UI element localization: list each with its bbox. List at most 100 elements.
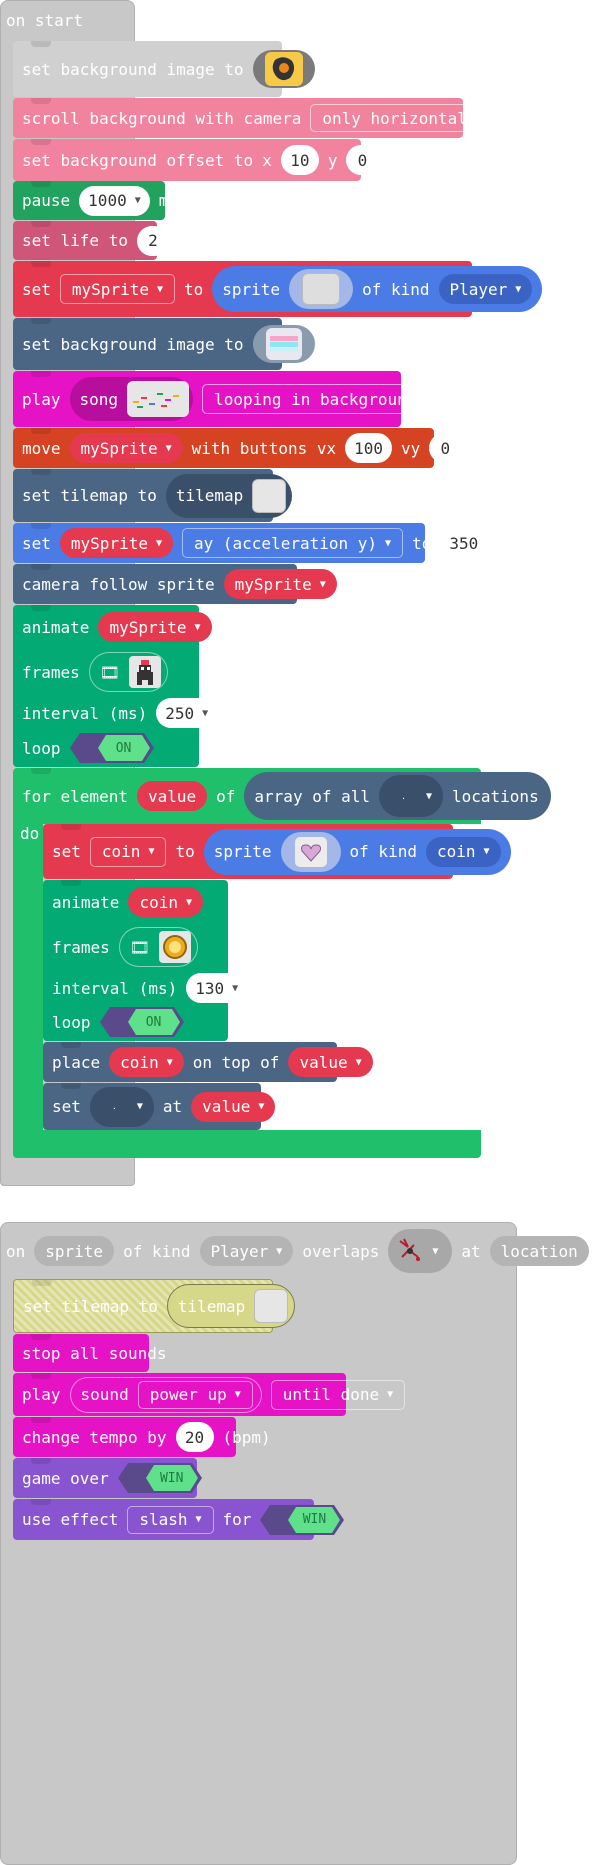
- to-text: to: [175, 842, 195, 861]
- array-of-locations-reporter[interactable]: array of all .▼ locations: [244, 772, 551, 820]
- set-tile-block[interactable]: set .▼ at value▼: [43, 1083, 276, 1130]
- tile-dropdown[interactable]: .▼: [379, 775, 443, 817]
- use-effect-block[interactable]: use effect slash▼ for WIN: [13, 1499, 345, 1540]
- variable-name: coin: [101, 842, 141, 861]
- frames-text: frames: [52, 937, 110, 957]
- tile-dropdown[interactable]: ▼: [388, 1229, 453, 1273]
- set-life-block[interactable]: set life to 2: [13, 221, 169, 260]
- camera-follow-block[interactable]: camera follow sprite mySprite▼: [13, 564, 337, 604]
- place-on-top-block[interactable]: place coin▼ on top of value▼: [43, 1042, 373, 1082]
- variable-dropdown[interactable]: coin▼: [128, 887, 203, 917]
- offset-x-input[interactable]: 10: [280, 145, 319, 175]
- background-image-picker[interactable]: [252, 50, 315, 88]
- variable-dropdown[interactable]: mySprite▼: [98, 612, 212, 642]
- expand-plus-icon[interactable]: +: [521, 107, 544, 129]
- move-with-buttons-block[interactable]: move mySprite▼ with buttons vx 100 vy 0 …: [13, 428, 493, 468]
- sprite-of-kind-reporter[interactable]: sprite of kind coin▼: [203, 828, 511, 875]
- for-element-footer: [13, 1130, 481, 1158]
- loop-row: loop ON: [13, 732, 163, 764]
- effect-win-toggle[interactable]: WIN: [260, 1504, 345, 1535]
- set-coin-block[interactable]: set coin▼ to sprite of kind coin▼: [43, 824, 511, 879]
- set-sprite-block[interactable]: set mySprite▼ to sprite of kind Player▼: [13, 261, 543, 317]
- playback-mode-dropdown[interactable]: looping in background▼: [202, 384, 443, 414]
- background-offset-block[interactable]: set background offset to x 10 y 0 +: [13, 139, 410, 181]
- pause-duration-dropdown[interactable]: 1000▼: [79, 185, 150, 216]
- array-of-all-label: array of all: [254, 786, 370, 806]
- scroll-background-block[interactable]: scroll background with camera only horiz…: [13, 98, 544, 138]
- animation-frames-picker[interactable]: 🎞: [88, 652, 169, 692]
- set-tilemap-block[interactable]: set tilemap to tilemap: [13, 469, 293, 522]
- play-song-block[interactable]: play song looping in background▼: [13, 371, 443, 427]
- variable-name: coin: [139, 892, 178, 912]
- kind-dropdown[interactable]: Player▼: [199, 1236, 294, 1266]
- location-param[interactable]: location: [489, 1236, 589, 1266]
- win-toggle[interactable]: WIN: [117, 1463, 202, 1493]
- coin-frame-icon: [159, 931, 192, 963]
- kind-dropdown[interactable]: Player▼: [438, 274, 533, 304]
- chevron-down-icon: ▼: [194, 621, 201, 633]
- tile-dropdown[interactable]: .▼: [89, 1086, 154, 1127]
- play-mode-dropdown[interactable]: until done▼: [270, 1379, 406, 1410]
- change-tempo-block[interactable]: change tempo by 20 (bpm): [13, 1417, 271, 1457]
- vx-input[interactable]: 100: [345, 433, 393, 463]
- effect-dropdown[interactable]: slash▼: [127, 1505, 214, 1534]
- interval-dropdown[interactable]: 130▼: [186, 973, 248, 1003]
- set-tilemap-block-2[interactable]: set tilemap to tilemap: [13, 1279, 296, 1333]
- tilemap-thumbnail-icon[interactable]: [252, 478, 287, 513]
- chevron-down-icon: ▼: [319, 578, 326, 590]
- song-editor-thumbnail[interactable]: [127, 381, 190, 417]
- kind-value: Player: [449, 279, 508, 299]
- sprite-image-picker[interactable]: [289, 269, 354, 309]
- game-over-block[interactable]: game over WIN: [13, 1458, 202, 1498]
- target-dropdown[interactable]: value▼: [288, 1047, 373, 1077]
- variable-dropdown[interactable]: coin▼: [109, 1047, 184, 1077]
- acceleration-value-input[interactable]: 350: [440, 528, 488, 558]
- song-reporter[interactable]: song: [69, 377, 194, 421]
- chevron-down-icon: ▼: [355, 1056, 362, 1068]
- film-icon: 🎞: [129, 937, 151, 957]
- life-value-input[interactable]: 2: [136, 225, 169, 256]
- collapse-minus-icon[interactable]: −: [470, 437, 493, 459]
- expand-plus-icon[interactable]: +: [387, 149, 410, 171]
- stop-all-sounds-block[interactable]: stop all sounds: [13, 1334, 167, 1372]
- pause-block[interactable]: pause 1000▼ ms: [13, 181, 178, 220]
- chevron-down-icon: ▼: [156, 283, 163, 295]
- loop-variable-dropdown[interactable]: value: [136, 781, 208, 811]
- effect-win-toggle-state: WIN: [302, 1512, 327, 1527]
- variable-dropdown[interactable]: mySprite▼: [59, 528, 173, 558]
- set-text: set: [22, 279, 51, 299]
- sprite-param[interactable]: sprite: [34, 1236, 115, 1266]
- loop-variable-name: value: [147, 786, 197, 806]
- animate-text: animate: [22, 617, 90, 637]
- set-background-image-block-2[interactable]: set background image to: [13, 318, 315, 370]
- y-label: y: [327, 150, 338, 170]
- variable-dropdown[interactable]: mySprite▼: [223, 569, 337, 599]
- of-kind-text: of kind: [123, 1241, 191, 1261]
- loop-toggle[interactable]: ON: [99, 1007, 184, 1037]
- chevron-down-icon: ▼: [166, 1056, 173, 1068]
- property-dropdown[interactable]: ay (acceleration y)▼: [182, 528, 404, 558]
- offset-y-input[interactable]: 0: [346, 145, 379, 175]
- background-image-picker[interactable]: [252, 325, 315, 363]
- sound-name-dropdown[interactable]: power up▼: [137, 1380, 253, 1409]
- variable-dropdown[interactable]: mySprite▼: [69, 433, 183, 463]
- set-background-image-block[interactable]: set background image to: [13, 41, 315, 97]
- sprite-of-kind-reporter[interactable]: sprite of kind Player▼: [212, 266, 543, 312]
- kind-dropdown[interactable]: coin▼: [425, 836, 501, 867]
- set-sprite-property-block[interactable]: set mySprite▼ ay (acceleration y)▼ to 35…: [13, 523, 488, 563]
- target-dropdown[interactable]: value▼: [191, 1091, 276, 1122]
- tilemap-reporter[interactable]: tilemap: [165, 473, 293, 518]
- animation-frames-picker[interactable]: 🎞: [118, 927, 199, 967]
- variable-dropdown[interactable]: coin▼: [89, 836, 167, 867]
- sprite-image-picker[interactable]: [280, 831, 341, 872]
- scroll-direction-dropdown[interactable]: only horizontally▼: [310, 104, 513, 132]
- tempo-value-input[interactable]: 20: [175, 1422, 214, 1452]
- vy-input[interactable]: 0: [429, 433, 462, 463]
- play-sound-block[interactable]: play sound power up▼ until done▼: [13, 1373, 406, 1416]
- loop-toggle[interactable]: ON: [69, 733, 154, 763]
- interval-dropdown[interactable]: 250▼: [156, 698, 218, 728]
- variable-dropdown[interactable]: mySprite▼: [59, 274, 175, 304]
- tilemap-thumbnail-icon[interactable]: [254, 1289, 289, 1323]
- tilemap-reporter[interactable]: tilemap: [166, 1284, 296, 1328]
- sound-reporter[interactable]: sound power up▼: [69, 1376, 262, 1413]
